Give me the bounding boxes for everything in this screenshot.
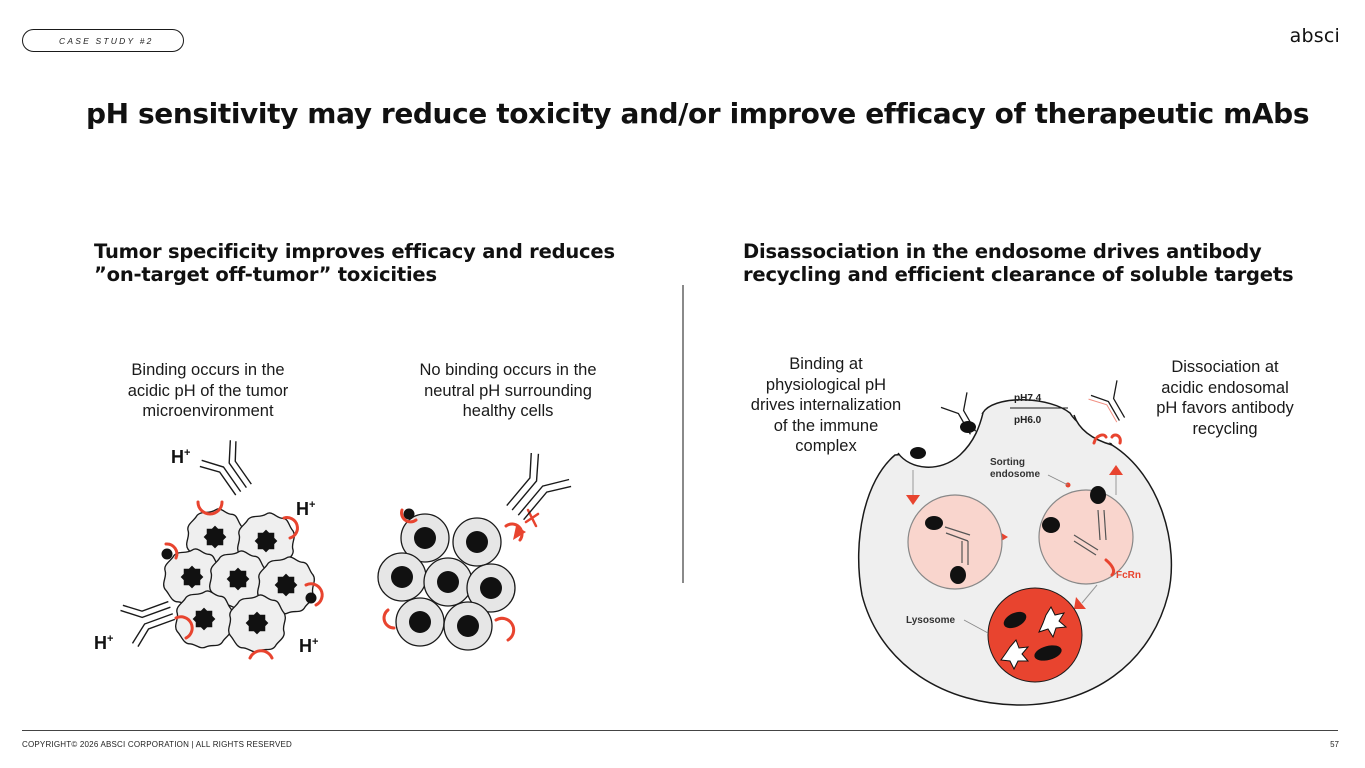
receptor-icon: [282, 516, 299, 540]
proton-labels: H+ H+ H+ H+: [94, 447, 318, 656]
ph-inside-label: pH6.0: [1014, 415, 1042, 426]
receptor-icon: [164, 542, 179, 560]
tumor-caption-line: Binding occurs in the: [131, 361, 285, 379]
healthy-caption-line: healthy cells: [462, 402, 554, 420]
tumor-cell-icon: [175, 590, 233, 649]
antigen-dot: [960, 421, 976, 433]
right-subtitle-line1: Disassociation in the endosome drives an…: [743, 240, 1262, 263]
left-subtitle-line2: ”on-target off-tumor” toxicities: [94, 263, 437, 286]
arrow-icon: [1074, 597, 1086, 609]
dissociation-caption-line: pH favors antibody: [1156, 399, 1294, 417]
proton-icon: H+: [171, 447, 190, 467]
healthy-cell-icon: [452, 517, 502, 567]
arrow-icon: [906, 495, 920, 505]
healthy-cell-icon: [466, 563, 516, 613]
tumor-caption-line: acidic pH of the tumor: [127, 381, 289, 400]
case-study-badge: CASE STUDY #2: [22, 29, 184, 52]
ph-outside-label: pH7.4: [1014, 393, 1042, 404]
cell-body: [857, 399, 1173, 706]
receptor-icon: [248, 649, 274, 660]
absci-logo: absci: [1289, 25, 1340, 47]
proton-icon: H+: [299, 636, 318, 656]
arrow-icon: [1109, 465, 1123, 475]
tumor-illustration: H+ H+ H+ H+: [94, 440, 324, 660]
antigen-dot: [161, 548, 173, 560]
fcrn-label: FcRn: [1116, 570, 1141, 581]
binding-caption-line: Binding at: [789, 355, 863, 373]
left-subtitle: Tumor specificity improves efficacy and …: [94, 240, 654, 286]
sorting-endosome: [1038, 482, 1134, 585]
receptor-icon: [504, 522, 524, 542]
receptor-icon: [494, 616, 516, 642]
healthy-illustration: [377, 452, 572, 651]
tumor-caption-line: microenvironment: [142, 402, 274, 420]
tumor-caption: Binding occurs in the acidic pH of the t…: [98, 360, 318, 422]
receptor-icon: [400, 508, 418, 524]
page-title: pH sensitivity may reduce toxicity and/o…: [86, 97, 1310, 130]
receptor-icon: [304, 582, 324, 607]
healthy-cell-icon: [423, 557, 473, 607]
receptor-icon: [382, 608, 396, 630]
binding-caption-line: of the immune: [773, 416, 879, 435]
healthy-caption-line: No binding occurs in the: [419, 361, 597, 379]
antigen-dot: [305, 592, 317, 604]
dissociation-caption-line: acidic endosomal: [1161, 378, 1289, 397]
binding-caption-line: drives internalization: [750, 396, 902, 414]
arrow-icon: [513, 526, 526, 540]
dissociation-caption: Dissociation at acidic endosomal pH favo…: [1138, 357, 1312, 439]
receptor-icon: [1104, 558, 1116, 577]
healthy-cell-icon: [395, 597, 445, 647]
receptor-icon: [1092, 433, 1122, 445]
receptor-icons: [382, 508, 524, 642]
dissociation-caption-line: recycling: [1192, 419, 1258, 438]
endosome-illustration: pH7.4 pH6.0 S: [857, 380, 1173, 706]
tumor-cell-icon: [228, 594, 286, 653]
endosome-icon: [907, 494, 1003, 590]
healthy-cell-cluster: [377, 513, 516, 651]
binding-caption-line: physiological pH: [765, 375, 887, 394]
page-number: 57: [1330, 740, 1339, 749]
proton-icon: H+: [296, 499, 315, 519]
healthy-caption-line: neutral pH surrounding: [424, 381, 592, 400]
case-study-label: CASE STUDY #2: [59, 35, 154, 46]
antibody-icon: [506, 452, 572, 521]
binding-caption: Binding at physiological pH drives inter…: [733, 354, 919, 457]
right-subtitle: Disassociation in the endosome drives an…: [743, 240, 1333, 286]
no-binding-cross-icon: [524, 508, 540, 528]
lysosome-label: Lysosome: [906, 615, 956, 626]
antigen-dot: [910, 447, 926, 459]
footer-copyright: COPYRIGHT© 2026 ABSCI CORPORATION | ALL …: [22, 740, 293, 749]
healthy-cell-icon: [377, 552, 427, 602]
healthy-cell-icon: [443, 601, 493, 651]
receptor-icon: [196, 500, 224, 516]
right-subtitle-line2: recycling and efficient clearance of sol…: [743, 263, 1294, 286]
antibody-icon: [120, 600, 176, 648]
antigen-dot: [403, 508, 415, 520]
receptor-icon: [174, 615, 194, 640]
healthy-caption: No binding occurs in the neutral pH surr…: [393, 360, 623, 422]
panel-divider: [682, 285, 684, 583]
binding-caption-line: complex: [795, 437, 857, 455]
antibody-icon: [1088, 380, 1126, 423]
tumor-cell-cluster: [163, 508, 315, 653]
left-subtitle-line1: Tumor specificity improves efficacy and …: [94, 240, 615, 263]
dissociation-caption-line: Dissociation at: [1171, 358, 1279, 376]
lysosome-icon: [987, 587, 1083, 683]
receptor-icons: [164, 500, 324, 660]
antibody-icon: [199, 440, 252, 496]
healthy-cell-icon: [400, 513, 450, 563]
proton-icon: H+: [94, 633, 113, 653]
footer-divider: [22, 730, 1338, 731]
